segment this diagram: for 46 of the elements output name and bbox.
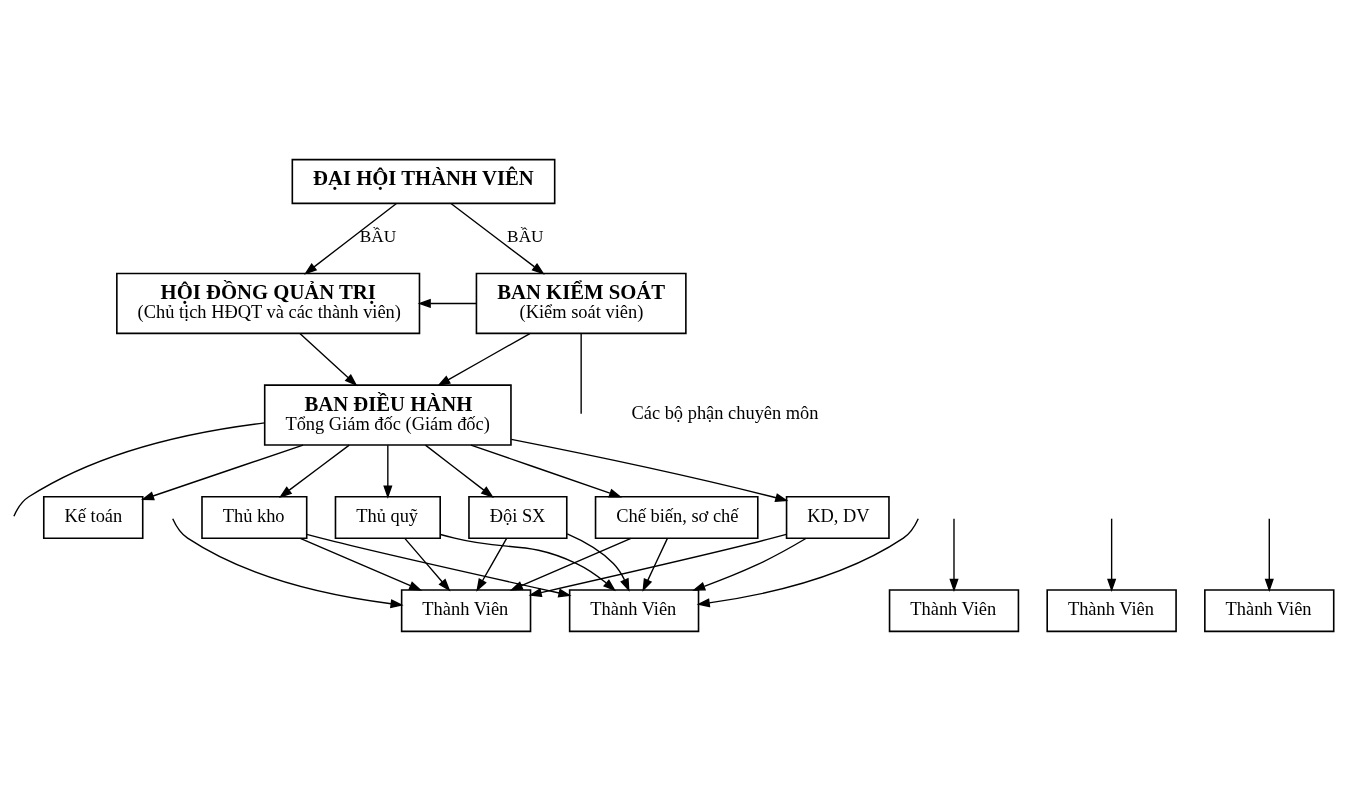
node-box: BAN KIỂM SOÁT (Kiểm soát viên) [475, 272, 687, 334]
arrow [566, 532, 630, 592]
arrow [696, 517, 919, 607]
arrow [404, 537, 451, 591]
node-box: Thành Viên [1046, 588, 1177, 632]
arrow [299, 332, 358, 386]
arrow [306, 533, 572, 597]
arrow [417, 298, 477, 308]
node-box: Thành Viên [1204, 588, 1335, 632]
label: Các bộ phận chuyên môn [631, 402, 819, 423]
node-box: Kế toán [42, 495, 144, 539]
edge-label: BẦU [359, 226, 397, 246]
node-box: Thủ kho [201, 495, 308, 539]
arrow [470, 443, 623, 497]
arrow [383, 443, 393, 499]
arrow [172, 517, 404, 608]
connector [13, 421, 266, 517]
node-box: Đội SX [468, 495, 568, 539]
arrow [1107, 517, 1117, 592]
arrow [476, 537, 508, 592]
node-box: HỘI ĐỒNG QUẢN TRỊ (Chủ tịch HĐQT và các thành viên) [116, 272, 421, 334]
node-box: Thành Viên [888, 588, 1020, 632]
node-box: ĐẠI HỘI THÀNH VIÊN [291, 158, 556, 204]
arrow [692, 537, 807, 591]
arrow [510, 438, 789, 502]
arrow [642, 537, 669, 592]
edge-label: BẦU [507, 226, 544, 246]
arrow [278, 443, 350, 498]
arrow [437, 332, 531, 386]
arrow [141, 443, 304, 500]
node-box: BAN ĐIỀU HÀNH Tổng Giám đốc (Giám đốc) [263, 383, 512, 446]
node-box: KD, DV [785, 495, 890, 539]
arrow [949, 517, 959, 592]
arrow [528, 533, 787, 597]
arrow [299, 537, 423, 591]
arrow [304, 202, 398, 275]
arrow [439, 533, 616, 591]
node-box: Thành Viên [568, 588, 700, 632]
connector [580, 332, 582, 414]
arrow [1264, 517, 1274, 592]
arrow [424, 443, 494, 498]
node-box: Thành Viên [400, 588, 532, 632]
arrow [509, 537, 632, 591]
node-box: Chế biến, sơ chế [594, 495, 759, 539]
node-box: Thủ quỹ [334, 495, 441, 539]
arrow [450, 202, 545, 275]
